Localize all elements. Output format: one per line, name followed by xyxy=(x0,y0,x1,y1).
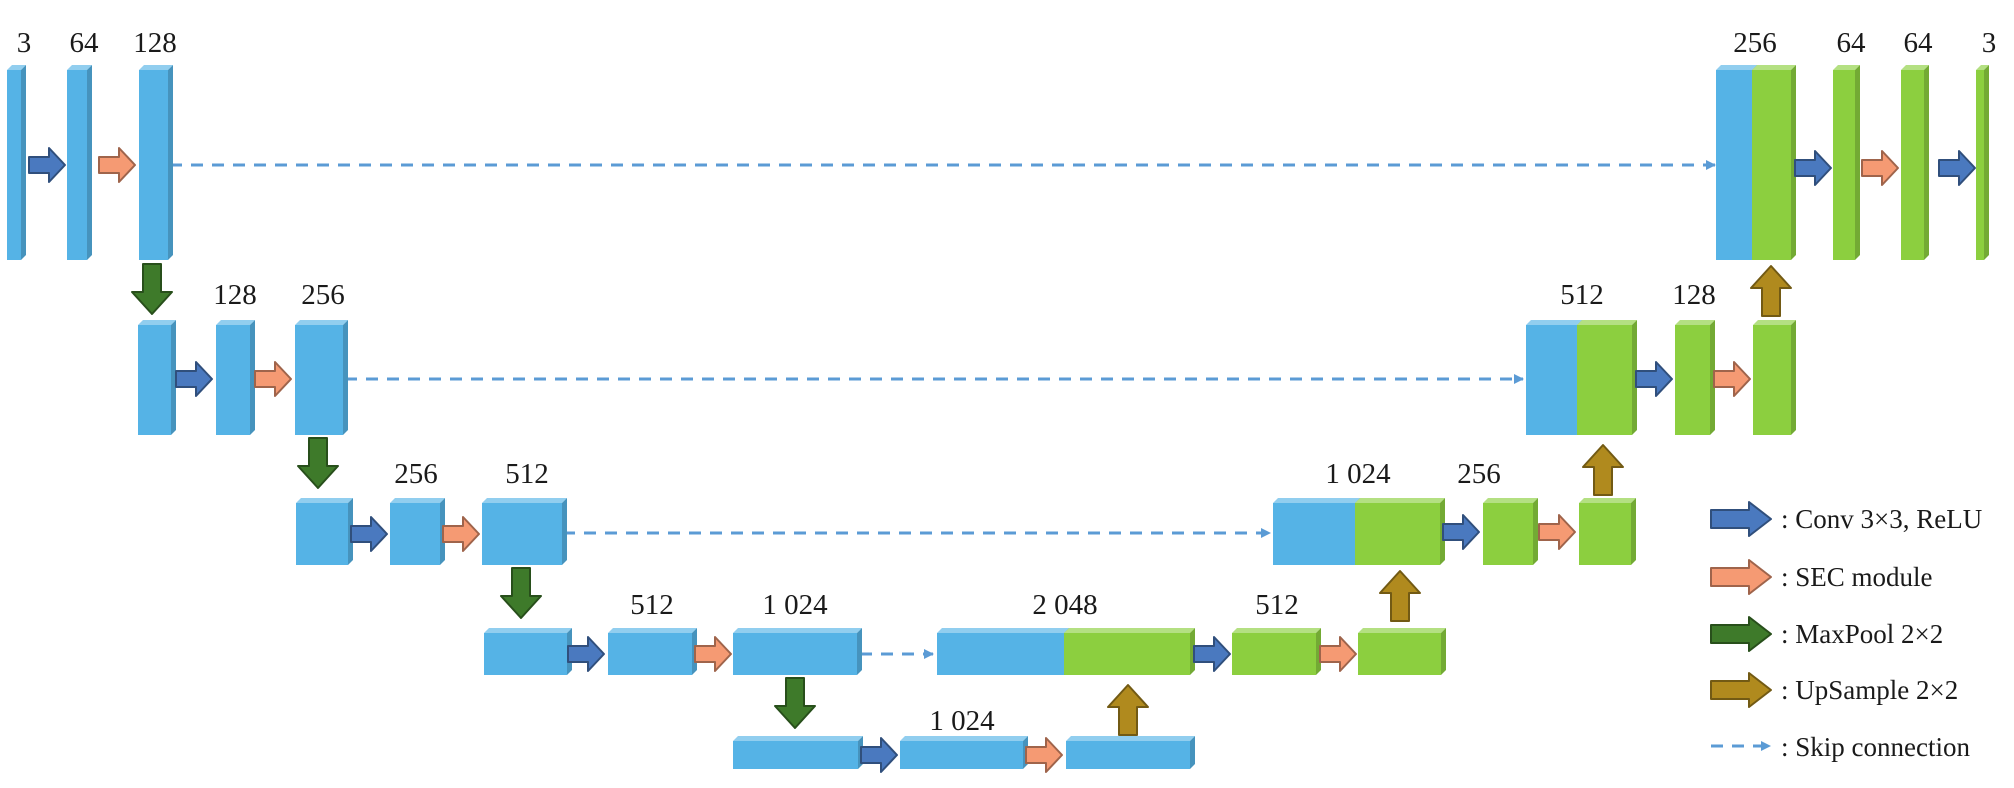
block-l4-pool xyxy=(484,628,572,675)
legend-icons xyxy=(1710,501,1772,708)
label-d1-a: 256 xyxy=(1733,27,1777,59)
legend-upsample-label: : UpSample 2×2 xyxy=(1781,675,1958,705)
block-d1-conv2 xyxy=(1901,65,1929,260)
conv-arrow-l5 xyxy=(860,737,898,773)
block-l3-conv1 xyxy=(390,498,445,565)
label-l2-b: 256 xyxy=(301,279,345,311)
maxpool-arrow-3 xyxy=(500,567,542,619)
block-d4-up xyxy=(1064,628,1195,675)
block-l1-conv2 xyxy=(139,65,173,260)
block-l4-conv1 xyxy=(608,628,697,675)
label-l5-a: 1 024 xyxy=(929,705,995,737)
legend-sec-label: : SEC module xyxy=(1781,562,1933,592)
label-l3-a: 256 xyxy=(394,458,438,490)
maxpool-arrow-2 xyxy=(297,437,339,489)
block-l5-pool xyxy=(733,736,863,769)
block-d2-skip xyxy=(1526,320,1582,435)
block-l3-conv2 xyxy=(482,498,567,565)
sec-arrow-icon xyxy=(1710,559,1772,595)
conv-arrow-l1 xyxy=(28,147,66,183)
feature-blocks xyxy=(7,65,1989,769)
block-d1-conv1 xyxy=(1833,65,1860,260)
skip-connections xyxy=(170,160,1716,659)
label-d3-a: 1 024 xyxy=(1325,458,1391,490)
block-l3-pool xyxy=(296,498,353,565)
upsample-arrow-3 xyxy=(1379,570,1421,622)
label-l1-in: 3 xyxy=(17,27,32,59)
label-d4-a: 2 048 xyxy=(1032,589,1097,621)
block-l5-conv1 xyxy=(900,736,1028,769)
block-d1-skip xyxy=(1716,65,1757,260)
block-d3-skip xyxy=(1273,498,1360,565)
label-d1-c: 64 xyxy=(1904,27,1934,59)
conv-arrow-l4 xyxy=(567,636,605,672)
label-d1-out: 3 xyxy=(1982,27,1997,59)
label-l3-b: 512 xyxy=(505,458,549,490)
sec-arrow-d1 xyxy=(1861,150,1899,186)
block-d3-conv1 xyxy=(1483,498,1538,565)
upsample-arrow-1 xyxy=(1750,265,1792,317)
legend: : Conv 3×3, ReLU : SEC module : MaxPool … xyxy=(1710,501,1982,762)
block-l1-input xyxy=(7,65,26,260)
block-l1-conv1 xyxy=(67,65,92,260)
block-l4-conv2 xyxy=(733,628,862,675)
legend-conv-label: : Conv 3×3, ReLU xyxy=(1781,504,1982,534)
legend-maxpool-label: : MaxPool 2×2 xyxy=(1781,619,1943,649)
block-d4-conv2 xyxy=(1358,628,1446,675)
conv-arrow-d3 xyxy=(1442,514,1480,550)
channel-labels: 3 64 128 128 256 256 512 512 1 024 1 024… xyxy=(17,27,1997,737)
conv-arrow-l3 xyxy=(350,516,388,552)
block-d4-conv1 xyxy=(1232,628,1321,675)
sec-arrow-l5 xyxy=(1025,737,1063,773)
block-l2-conv2 xyxy=(295,320,348,435)
legend-skip-label: : Skip connection xyxy=(1781,732,1970,762)
label-l4-a: 512 xyxy=(630,589,674,621)
block-d1-output xyxy=(1976,65,1989,260)
label-l1-a: 64 xyxy=(70,27,100,59)
label-l2-a: 128 xyxy=(213,279,257,311)
upsample-arrow-4 xyxy=(1107,684,1149,736)
sec-arrow-d2 xyxy=(1713,361,1751,397)
block-d2-up xyxy=(1577,320,1637,435)
conv-arrow-d2 xyxy=(1635,361,1673,397)
upsample-arrow-icon xyxy=(1710,672,1772,708)
maxpool-arrow-1 xyxy=(131,263,173,315)
maxpool-arrow-icon xyxy=(1710,616,1772,652)
sec-arrow-l4 xyxy=(694,636,732,672)
maxpool-arrow-4 xyxy=(774,677,816,729)
conv-arrow-l2 xyxy=(175,361,213,397)
conv-arrow-d1b xyxy=(1938,150,1976,186)
block-d3-up xyxy=(1355,498,1445,565)
sec-arrow-d4 xyxy=(1319,636,1357,672)
block-d1-up xyxy=(1752,65,1796,260)
block-l2-conv1 xyxy=(216,320,255,435)
label-l1-b: 128 xyxy=(133,27,177,59)
label-d4-b: 512 xyxy=(1255,589,1299,621)
label-d1-b: 64 xyxy=(1837,27,1867,59)
sec-arrow-l1 xyxy=(98,147,136,183)
sec-arrow-l2 xyxy=(254,361,292,397)
label-d2-b: 128 xyxy=(1672,279,1716,311)
conv-arrow-d1a xyxy=(1794,150,1832,186)
upsample-arrow-2 xyxy=(1582,444,1624,496)
conv-arrow-d4 xyxy=(1193,636,1231,672)
operation-arrows xyxy=(28,147,1976,773)
conv-arrow-icon xyxy=(1710,501,1772,537)
block-l5-up xyxy=(1066,736,1195,769)
block-d3-conv2 xyxy=(1579,498,1636,565)
block-d2-conv1 xyxy=(1675,320,1715,435)
label-l4-b: 1 024 xyxy=(762,589,828,621)
label-d3-b: 256 xyxy=(1457,458,1501,490)
label-d2-a: 512 xyxy=(1560,279,1604,311)
sec-arrow-d3 xyxy=(1538,514,1576,550)
block-d4-skip xyxy=(937,628,1069,675)
block-l2-pool xyxy=(138,320,176,435)
block-d2-conv2 xyxy=(1753,320,1796,435)
sec-arrow-l3 xyxy=(442,516,480,552)
